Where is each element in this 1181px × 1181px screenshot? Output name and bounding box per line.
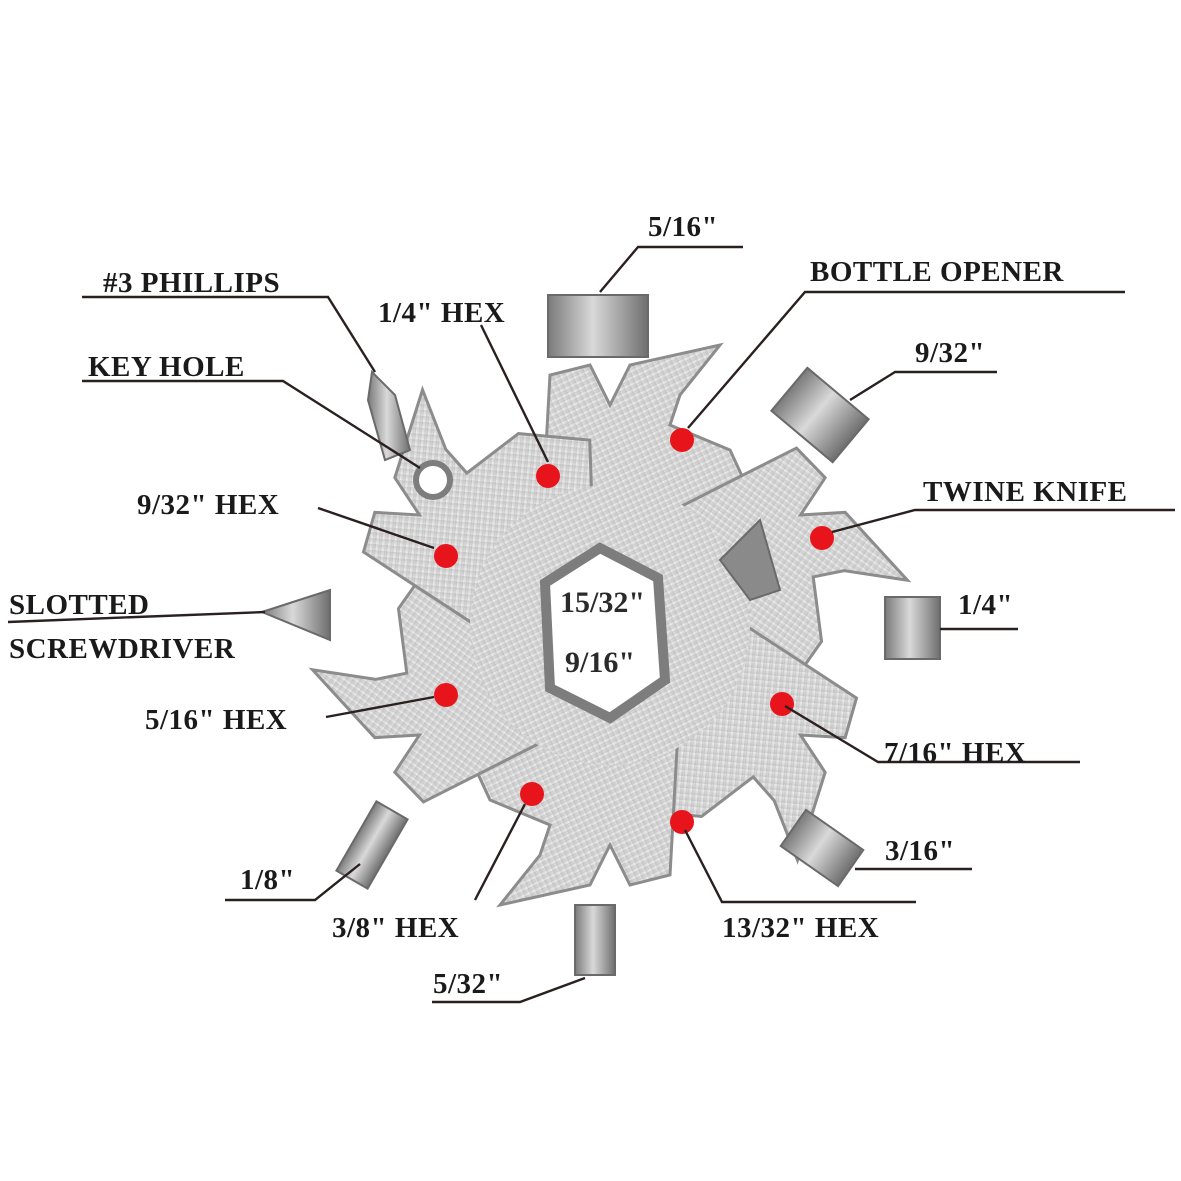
leader-5-16-hex <box>325 695 435 719</box>
leader-phillips <box>82 295 377 373</box>
callout-labels: #3 PHILLIPS KEY HOLE 9/32" HEX SLOTTED S… <box>9 211 1128 1000</box>
leader-bottle-opener <box>687 290 1125 429</box>
label-1-8: 1/8" <box>240 864 295 896</box>
center-hex-hole <box>539 542 671 724</box>
multitool-body <box>259 294 941 976</box>
leader-7-16-hex <box>784 704 1080 764</box>
bit-3-16 <box>779 808 865 888</box>
twine-knife-blade <box>718 518 782 602</box>
marker-twine-knife <box>810 526 834 550</box>
leader-lines <box>7 245 1175 1004</box>
key-hole <box>413 460 453 500</box>
label-13-32-hex: 13/32" HEX <box>722 912 879 944</box>
label-9-32-hex: 9/32" HEX <box>137 489 279 521</box>
leader-3-8-hex <box>473 803 527 901</box>
marker-bottle-opener <box>670 428 694 452</box>
phillips-tip <box>366 369 412 462</box>
leader-9-32 <box>849 370 997 402</box>
leader-5-16 <box>599 245 743 293</box>
marker-9-32-hex <box>434 544 458 568</box>
marker-1-4-hex <box>536 464 560 488</box>
leader-slotted <box>7 610 266 624</box>
label-phillips: #3 PHILLIPS <box>103 267 280 299</box>
markers <box>434 428 834 834</box>
leader-13-32-hex <box>683 829 916 904</box>
bit-1-4 <box>884 596 941 660</box>
bit-5-32 <box>574 904 616 976</box>
leader-1-4-hex <box>479 324 550 463</box>
label-slotted: SLOTTED <box>9 589 150 621</box>
label-5-32: 5/32" <box>433 968 503 1000</box>
label-7-16-hex: 7/16" HEX <box>884 737 1026 769</box>
label-1-4-hex: 1/4" HEX <box>378 297 505 329</box>
marker-7-16-hex <box>770 692 794 716</box>
bit-9-32 <box>769 366 871 464</box>
marker-13-32-hex <box>670 810 694 834</box>
label-5-16: 5/16" <box>648 211 718 243</box>
leader-5-32 <box>432 976 586 1004</box>
label-9-32: 9/32" <box>915 337 985 369</box>
leader-1-8 <box>225 863 361 902</box>
label-3-16: 3/16" <box>885 835 955 867</box>
label-1-4: 1/4" <box>958 589 1013 621</box>
label-3-8-hex: 3/8" HEX <box>332 912 459 944</box>
label-5-16-hex: 5/16" HEX <box>145 704 287 736</box>
label-key-hole: KEY HOLE <box>88 351 245 383</box>
bit-5-16 <box>547 294 649 358</box>
center-size-top: 15/32" <box>560 586 645 619</box>
center-size-bottom: 9/16" <box>565 646 635 679</box>
label-bottle-opener: BOTTLE OPENER <box>810 256 1064 288</box>
label-twine-knife: TWINE KNIFE <box>923 476 1128 508</box>
leader-key-hole <box>82 379 421 470</box>
leader-9-32-hex <box>317 506 435 550</box>
label-screwdriver: SCREWDRIVER <box>9 633 236 665</box>
leader-twine-knife <box>831 508 1175 534</box>
bit-1-8 <box>335 799 409 891</box>
slotted-screwdriver-tip <box>259 588 331 642</box>
marker-5-16-hex <box>434 683 458 707</box>
marker-3-8-hex <box>520 782 544 806</box>
